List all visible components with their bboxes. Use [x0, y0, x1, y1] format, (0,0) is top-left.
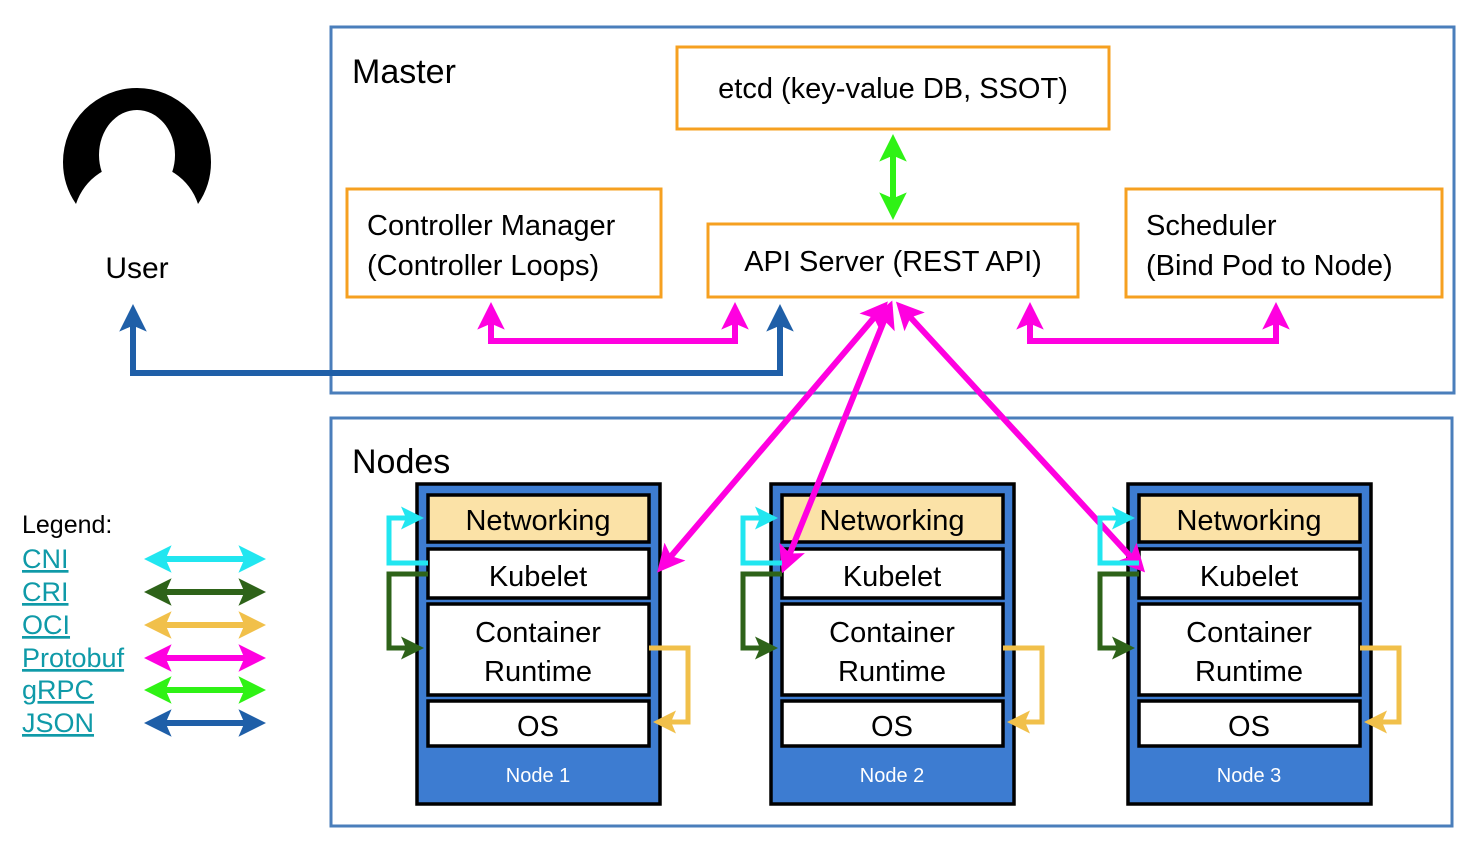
node-2-layer-container-runtime-line2: Runtime — [838, 656, 946, 688]
connection-protobuf-controller-apiserver — [477, 301, 749, 344]
node-2-name: Node 2 — [860, 765, 925, 787]
node-2-layer-os: OS — [871, 711, 913, 743]
scheduler-label-line1: Scheduler — [1146, 210, 1277, 242]
node-1-layer-networking: Networking — [465, 505, 610, 537]
connection-protobuf-apiserver-scheduler — [1016, 301, 1290, 344]
node-3-layer-kubelet: Kubelet — [1200, 561, 1298, 593]
node-1-layer-container-runtime-line2: Runtime — [484, 656, 592, 688]
node-1-layer-kubelet: Kubelet — [489, 561, 587, 593]
node-2[interactable]: Networking Kubelet Container Runtime OS … — [769, 482, 1016, 806]
connection-oci-node2 — [1003, 645, 1045, 734]
etcd-box[interactable]: etcd (key-value DB, SSOT) — [675, 45, 1111, 131]
nodes-panel-title: Nodes — [352, 443, 450, 481]
legend: Legend: CNI CRI OCI Protobuf gRPC JSON — [22, 511, 267, 738]
node-1[interactable]: Networking Kubelet Container Runtime OS … — [415, 482, 662, 806]
node-3-layer-os: OS — [1228, 711, 1270, 743]
connection-cri-node1 — [386, 571, 428, 660]
scheduler-label-line2: (Bind Pod to Node) — [1146, 250, 1393, 282]
legend-label-protobuf[interactable]: Protobuf — [22, 643, 125, 673]
master-panel-title: Master — [352, 53, 456, 91]
user-label: User — [105, 252, 168, 285]
node-3[interactable]: Networking Kubelet Container Runtime OS … — [1126, 482, 1373, 806]
node-2-layer-kubelet: Kubelet — [843, 561, 941, 593]
nodes-panel: Nodes — [329, 416, 1454, 828]
scheduler-box[interactable]: Scheduler (Bind Pod to Node) — [1124, 187, 1444, 299]
node-1-layer-os: OS — [517, 711, 559, 743]
connection-cni-node2 — [740, 506, 782, 566]
user-group: User — [62, 88, 212, 285]
node-1-name: Node 1 — [506, 765, 571, 787]
connection-oci-node3 — [1360, 645, 1402, 734]
legend-title: Legend: — [22, 511, 112, 539]
node-2-layer-networking: Networking — [819, 505, 964, 537]
legend-label-oci[interactable]: OCI — [22, 610, 70, 640]
api-server-label: API Server (REST API) — [744, 246, 1042, 278]
legend-label-cni[interactable]: CNI — [22, 544, 69, 574]
connection-cni-node1 — [386, 506, 428, 566]
node-3-layer-container-runtime-line1: Container — [1186, 617, 1312, 649]
legend-label-cri[interactable]: CRI — [22, 577, 69, 607]
controller-manager-box[interactable]: Controller Manager (Controller Loops) — [345, 187, 663, 299]
legend-label-grpc[interactable]: gRPC — [22, 675, 94, 705]
connection-protobuf-apiserver-node2 — [779, 300, 895, 574]
etcd-label: etcd (key-value DB, SSOT) — [718, 73, 1068, 105]
controller-manager-label-line1: Controller Manager — [367, 210, 616, 242]
connection-cni-node3 — [1097, 506, 1139, 566]
user-avatar-icon — [62, 88, 212, 204]
node-2-layer-container-runtime-line1: Container — [829, 617, 955, 649]
connection-cri-node2 — [740, 571, 782, 660]
controller-manager-label-line2: (Controller Loops) — [367, 250, 599, 282]
connection-cri-node3 — [1097, 571, 1139, 660]
legend-label-json[interactable]: JSON — [22, 708, 94, 738]
node-3-layer-container-runtime-line2: Runtime — [1195, 656, 1303, 688]
node-3-name: Node 3 — [1217, 765, 1282, 787]
node-1-layer-container-runtime-line1: Container — [475, 617, 601, 649]
connection-oci-node1 — [649, 645, 691, 734]
api-server-box[interactable]: API Server (REST API) — [706, 222, 1080, 299]
node-3-layer-networking: Networking — [1176, 505, 1321, 537]
